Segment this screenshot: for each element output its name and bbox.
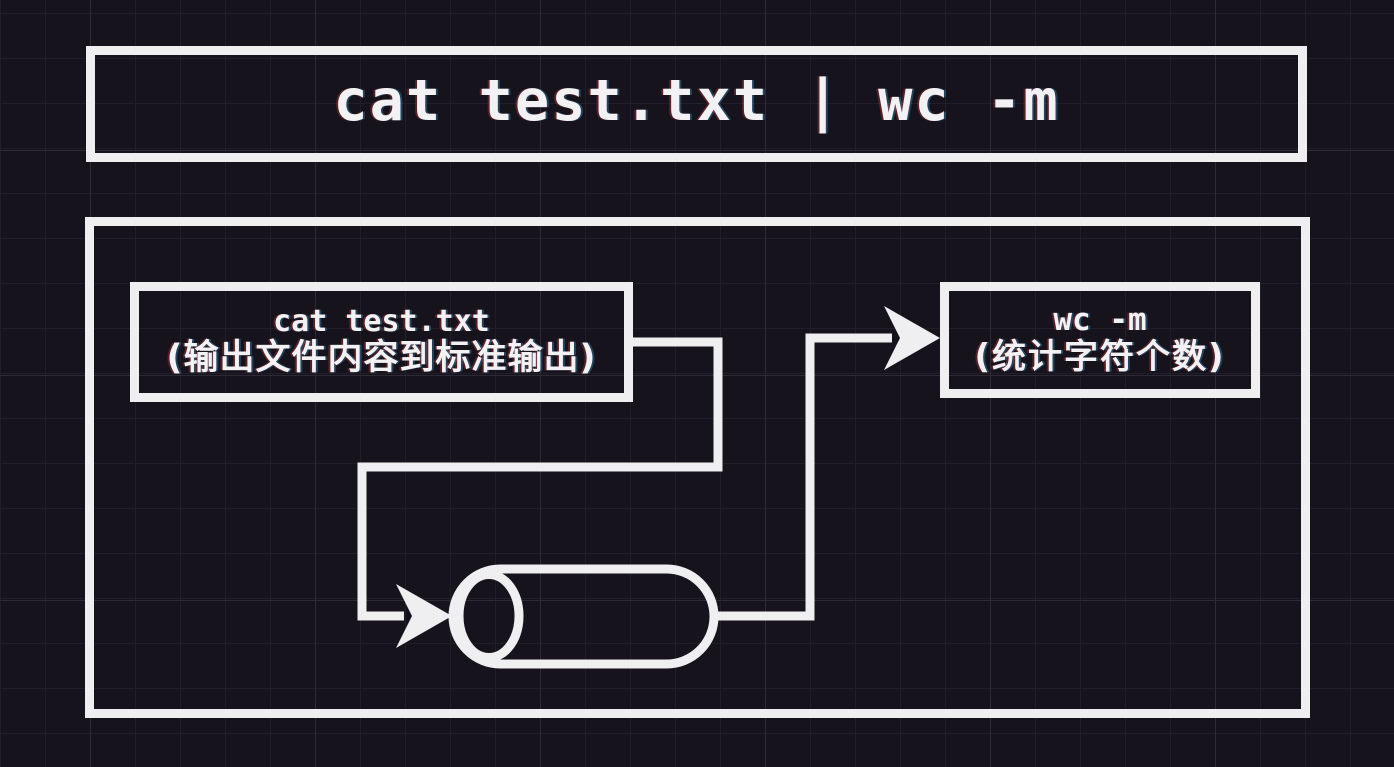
- arrowhead-into-wc-icon: [884, 306, 940, 370]
- pipeline-command-title: cat test.txt | wc -m: [333, 67, 1060, 134]
- node-cat-test-txt: cat test.txt (输出文件内容到标准输出): [130, 282, 633, 402]
- pipeline-container-box: [85, 217, 1310, 718]
- arrowhead-into-pipe-icon: [396, 584, 452, 648]
- pipe-opening-ellipse-icon: [454, 570, 524, 662]
- wc-description-label: (统计字符个数): [974, 336, 1226, 377]
- node-wc-m: wc -m (统计字符个数): [940, 282, 1260, 398]
- wc-command-label: wc -m: [1053, 302, 1147, 339]
- cat-command-label: cat test.txt: [273, 304, 490, 340]
- cat-description-label: (输出文件内容到标准输出): [166, 338, 597, 379]
- connector-pipe-to-wc: [712, 333, 892, 621]
- title-box: cat test.txt | wc -m: [86, 46, 1307, 162]
- connector-cat-to-pipe: [357, 337, 723, 621]
